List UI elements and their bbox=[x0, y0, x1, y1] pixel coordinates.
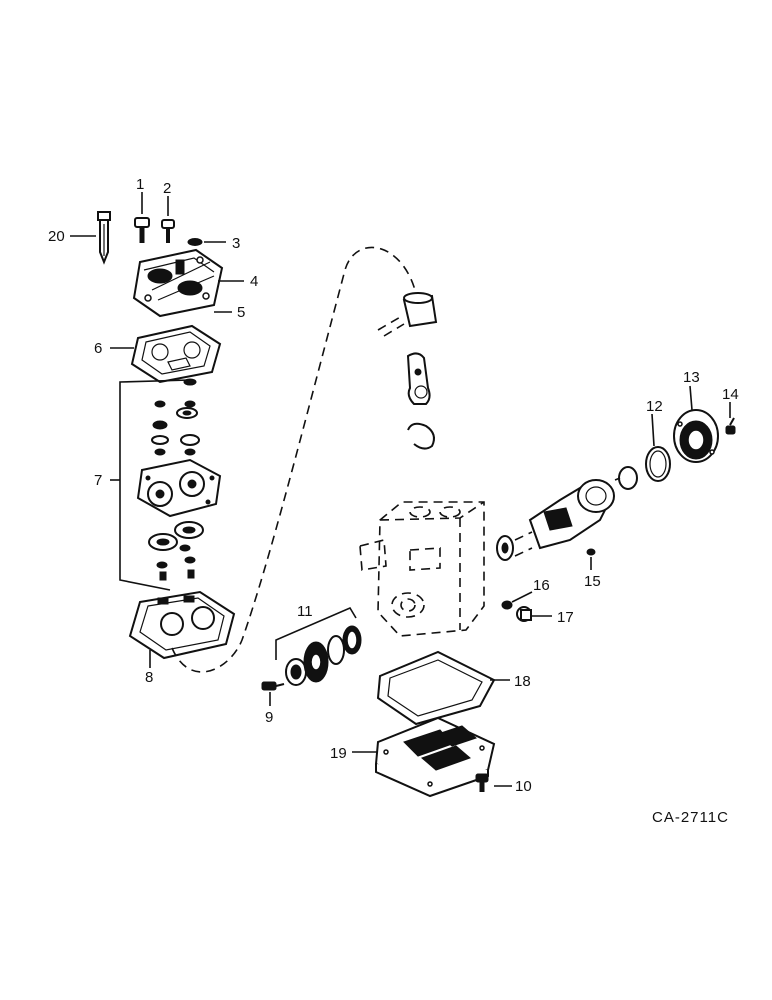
part-11-shaft-seal-assembly bbox=[275, 606, 362, 686]
callout-6: 6 bbox=[94, 340, 102, 357]
part-17-plug bbox=[516, 606, 532, 622]
part-19-bottom-cover bbox=[374, 716, 496, 798]
part-10-screw bbox=[475, 773, 489, 792]
compressor-body bbox=[359, 501, 485, 637]
part-18-bottom-gasket bbox=[376, 650, 496, 726]
callout-10: 10 bbox=[515, 778, 532, 795]
reference-code: CA-2711C bbox=[652, 809, 729, 826]
part-13-seal-plate bbox=[673, 409, 719, 463]
callout-5: 5 bbox=[237, 304, 245, 321]
callout-9: 9 bbox=[265, 709, 273, 726]
crankshaft-assembly bbox=[496, 466, 638, 561]
callout-17: 17 bbox=[557, 609, 574, 626]
part-3-washer bbox=[187, 238, 203, 246]
part-16-washer bbox=[501, 600, 513, 610]
callout-18: 18 bbox=[514, 673, 531, 690]
part-14-screw bbox=[725, 417, 736, 435]
callout-11: 11 bbox=[297, 603, 313, 620]
callout-1: 1 bbox=[136, 176, 144, 193]
assembly-relation-line bbox=[171, 246, 416, 673]
callout-8: 8 bbox=[145, 669, 153, 686]
part-9-screw bbox=[261, 681, 285, 691]
callout-19: 19 bbox=[330, 745, 347, 762]
part-1-screw bbox=[134, 217, 150, 243]
callout-7: 7 bbox=[94, 472, 102, 489]
part-12-o-ring bbox=[645, 446, 671, 482]
callout-20: 20 bbox=[48, 228, 65, 245]
part-2-screw bbox=[161, 219, 175, 243]
part-20-long-bolt bbox=[97, 211, 111, 265]
callout-labels: 1 2 3 4 5 6 7 8 9 10 11 12 13 14 15 16 1… bbox=[48, 176, 739, 795]
callout-13: 13 bbox=[683, 369, 700, 386]
callout-12: 12 bbox=[646, 398, 663, 415]
part-7-valve-plate-assembly bbox=[119, 378, 222, 591]
callout-14: 14 bbox=[722, 386, 739, 403]
part-15-pin bbox=[586, 548, 596, 556]
callout-2: 2 bbox=[163, 180, 171, 197]
part-8-valve-plate-gasket bbox=[128, 590, 236, 660]
piston-assembly bbox=[377, 292, 438, 450]
part-4-cylinder-head bbox=[132, 248, 224, 318]
part-6-head-gasket bbox=[130, 324, 222, 384]
callout-16: 16 bbox=[533, 577, 550, 594]
leader-lines bbox=[70, 192, 731, 787]
callout-3: 3 bbox=[232, 235, 240, 252]
callout-4: 4 bbox=[250, 273, 258, 290]
callout-15: 15 bbox=[584, 573, 601, 590]
